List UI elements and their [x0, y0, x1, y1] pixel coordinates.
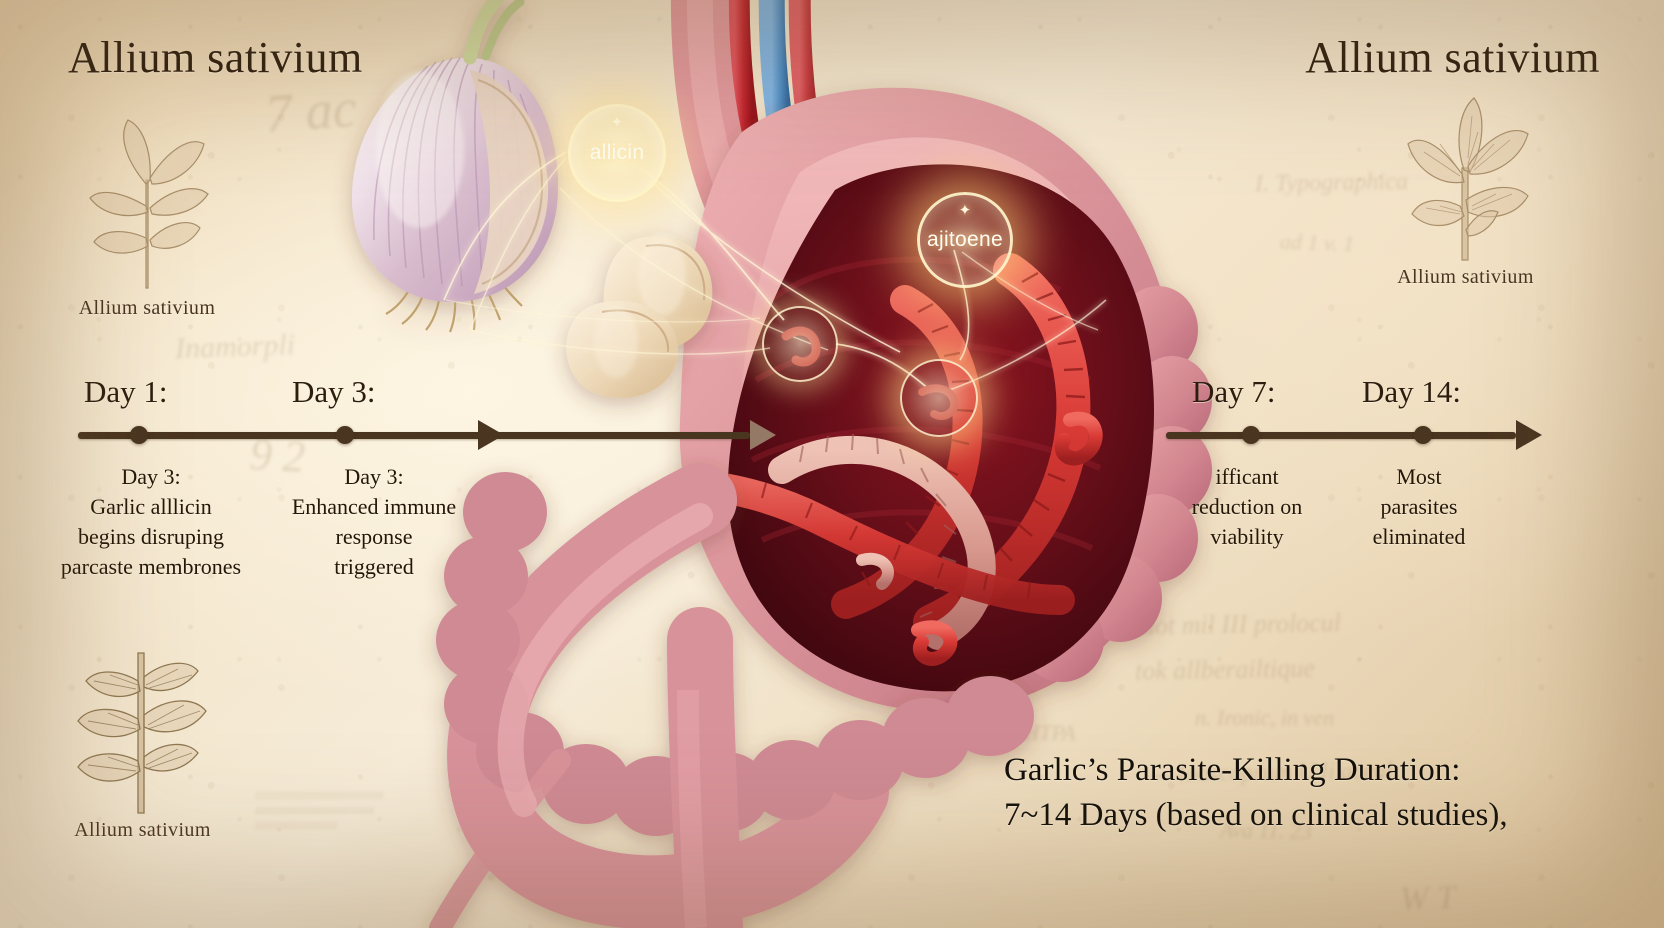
caption-line-1: Garlic’s Parasite-Killing Duration: — [1004, 752, 1461, 788]
timeline-left-dot-2 — [336, 426, 354, 444]
timeline-left-body-2-line-1: Day 3: — [344, 464, 404, 489]
manuscript-ghost-text: ad 1 v. 1 — [1279, 228, 1355, 257]
timeline-left-arrow-head-secondary — [750, 420, 776, 450]
timeline-right-body-1-line-1: ifficant — [1215, 464, 1279, 489]
caption-line-2: 7~14 Days (based on clinical studies), — [1004, 797, 1508, 833]
plate-caption-top-right: Allium sativium — [1397, 266, 1534, 288]
genus-title-top-right: Allium sativium — [1305, 33, 1600, 82]
manuscript-ghost-text: Iaplaot mil III prolocul — [1099, 607, 1342, 642]
timeline-left-heading-2: Day 3: — [292, 374, 376, 409]
molecule-label-allicin: allicin — [589, 141, 645, 164]
timeline-left-body-1-line-2: Garlic alllicin — [90, 494, 212, 519]
botanical-leaf-icon — [89, 119, 209, 289]
timeline-right-body-2-line-3: eliminated — [1372, 524, 1466, 549]
manuscript-ghost-text: I. Typographica — [1254, 168, 1409, 198]
timeline-left-body-2-line-3: response — [335, 524, 413, 549]
molecule-label-ajoene: ajitoene — [927, 228, 1003, 251]
botanical-leaf-icon — [1407, 97, 1529, 261]
plate-caption-bottom-left: Allium sativium — [74, 819, 211, 841]
timeline-right-body-2: Most parasites eliminated — [1344, 462, 1494, 552]
timeline-left-heading-1: Day 1: — [84, 374, 168, 409]
timeline-right-heading-1: Day 7: — [1192, 374, 1276, 409]
timeline-left-body-2: Day 3: Enhanced immune response triggere… — [256, 462, 492, 582]
botanical-leaf-icon — [77, 652, 207, 814]
timeline-left-arrow-head — [478, 420, 504, 450]
timeline-right-body-2-line-1: Most — [1396, 464, 1442, 489]
timeline-left-body-2-line-4: triggered — [334, 554, 414, 579]
micro-view-parasite-1 — [762, 306, 838, 382]
manuscript-ghost-text: llllllllllllllllllllllllllllllllllllllll… — [255, 790, 384, 802]
manuscript-ghost-text: lllllllllllllllllllllllllllllllllllllll — [255, 805, 375, 817]
manuscript-ghost-text: tok allberailtique — [1134, 653, 1316, 686]
micro-view-parasite-2 — [900, 359, 978, 437]
plate-caption-top-left: Allium sativium — [78, 297, 216, 319]
timeline-left-body-1-line-3: begins disruping — [77, 524, 225, 549]
timeline-right-body-1-line-2: reduction on — [1191, 494, 1303, 519]
genus-title-top-left: Allium sativium — [68, 33, 363, 82]
botanical-plate-top-left: Allium sativium — [72, 88, 222, 320]
timeline-left-body-2-line-2: Enhanced immune — [291, 494, 457, 519]
botanical-plate-top-right: Allium sativium — [1388, 82, 1543, 289]
manuscript-ghost-text: W T — [1399, 879, 1457, 918]
botanical-plate-bottom-left: Allium sativium — [60, 645, 225, 842]
sparkle-icon: ✦ — [610, 114, 624, 131]
timeline-left-axis — [78, 432, 750, 439]
manuscript-ghost-text: PHTPA — [1010, 720, 1076, 745]
molecule-bubble-ajoene: ✦ ajitoene — [917, 192, 1013, 288]
timeline-right-axis — [1166, 432, 1516, 439]
timeline-left-dot-1 — [130, 426, 148, 444]
timeline-right-body-1: ifficant reduction on viability — [1162, 462, 1332, 552]
summary-caption: Garlic’s Parasite-Killing Duration: 7~14… — [1004, 748, 1508, 838]
timeline-right-dot-1 — [1242, 426, 1260, 444]
manuscript-ghost-text: Inamorpli — [174, 327, 296, 366]
sparkle-icon: ✦ — [958, 202, 972, 219]
timeline-right-heading-2: Day 14: — [1362, 374, 1462, 409]
timeline-left-body-1: Day 3: Garlic alllicin begins disruping … — [36, 462, 266, 582]
manuscript-ghost-text: n. Ironic, in ven — [1195, 705, 1335, 730]
manuscript-ghost-text: 7 ac — [263, 77, 359, 145]
molecule-bubble-allicin: ✦ allicin — [568, 104, 666, 202]
timeline-right-dot-2 — [1414, 426, 1432, 444]
timeline-right-body-2-line-2: parasites — [1380, 494, 1458, 519]
timeline-right-body-1-line-3: viability — [1210, 524, 1284, 549]
timeline-left-body-1-line-1: Day 3: — [121, 464, 181, 489]
manuscript-ghost-text: lllllllllllllllllllllllllll — [255, 820, 338, 832]
timeline-left-body-1-line-4: parcaste membrones — [60, 554, 242, 579]
timeline-right-arrow-head — [1516, 420, 1542, 450]
